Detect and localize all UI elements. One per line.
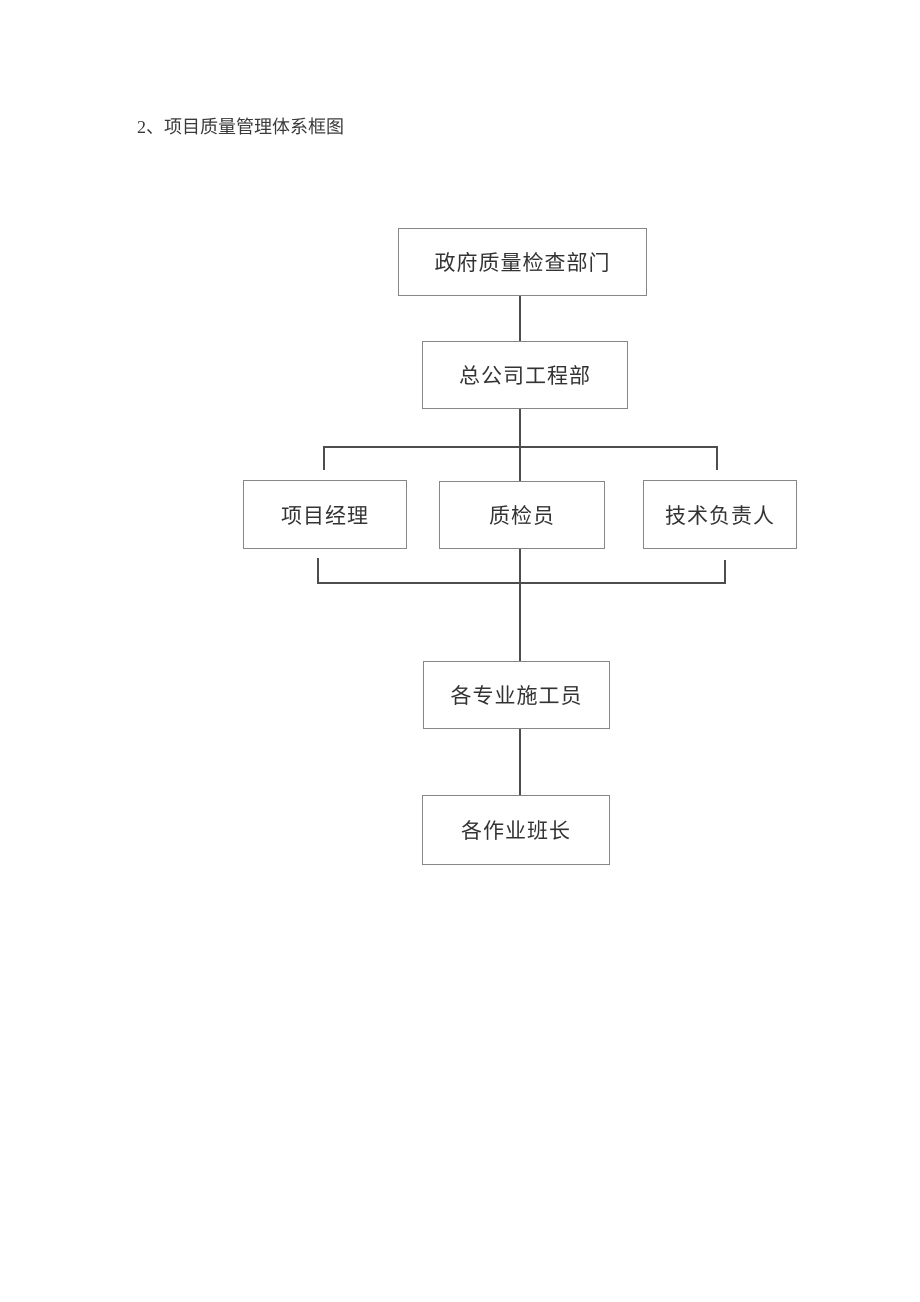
- org-node-government-quality-inspection-dept: 政府质量检查部门: [398, 228, 647, 296]
- org-node-label: 各作业班长: [461, 819, 571, 843]
- org-node-head-office-engineering-dept: 总公司工程部: [422, 341, 628, 409]
- org-node-label: 项目经理: [281, 503, 369, 528]
- org-node-label: 质检员: [489, 504, 555, 528]
- org-node-label: 政府质量检查部门: [434, 251, 611, 275]
- org-node-label: 各专业施工员: [450, 684, 583, 708]
- org-node-project-manager: 项目经理: [243, 480, 407, 549]
- org-node-label: 技术负责人: [665, 503, 775, 528]
- org-node-specialty-construction-workers: 各专业施工员: [423, 661, 610, 729]
- org-node-technical-director: 技术负责人: [643, 480, 797, 549]
- org-node-quality-inspector: 质检员: [439, 481, 605, 549]
- org-node-label: 总公司工程部: [459, 364, 591, 388]
- section-heading: 2、项目质量管理体系框图: [137, 117, 344, 137]
- org-node-work-team-leaders: 各作业班长: [422, 795, 610, 865]
